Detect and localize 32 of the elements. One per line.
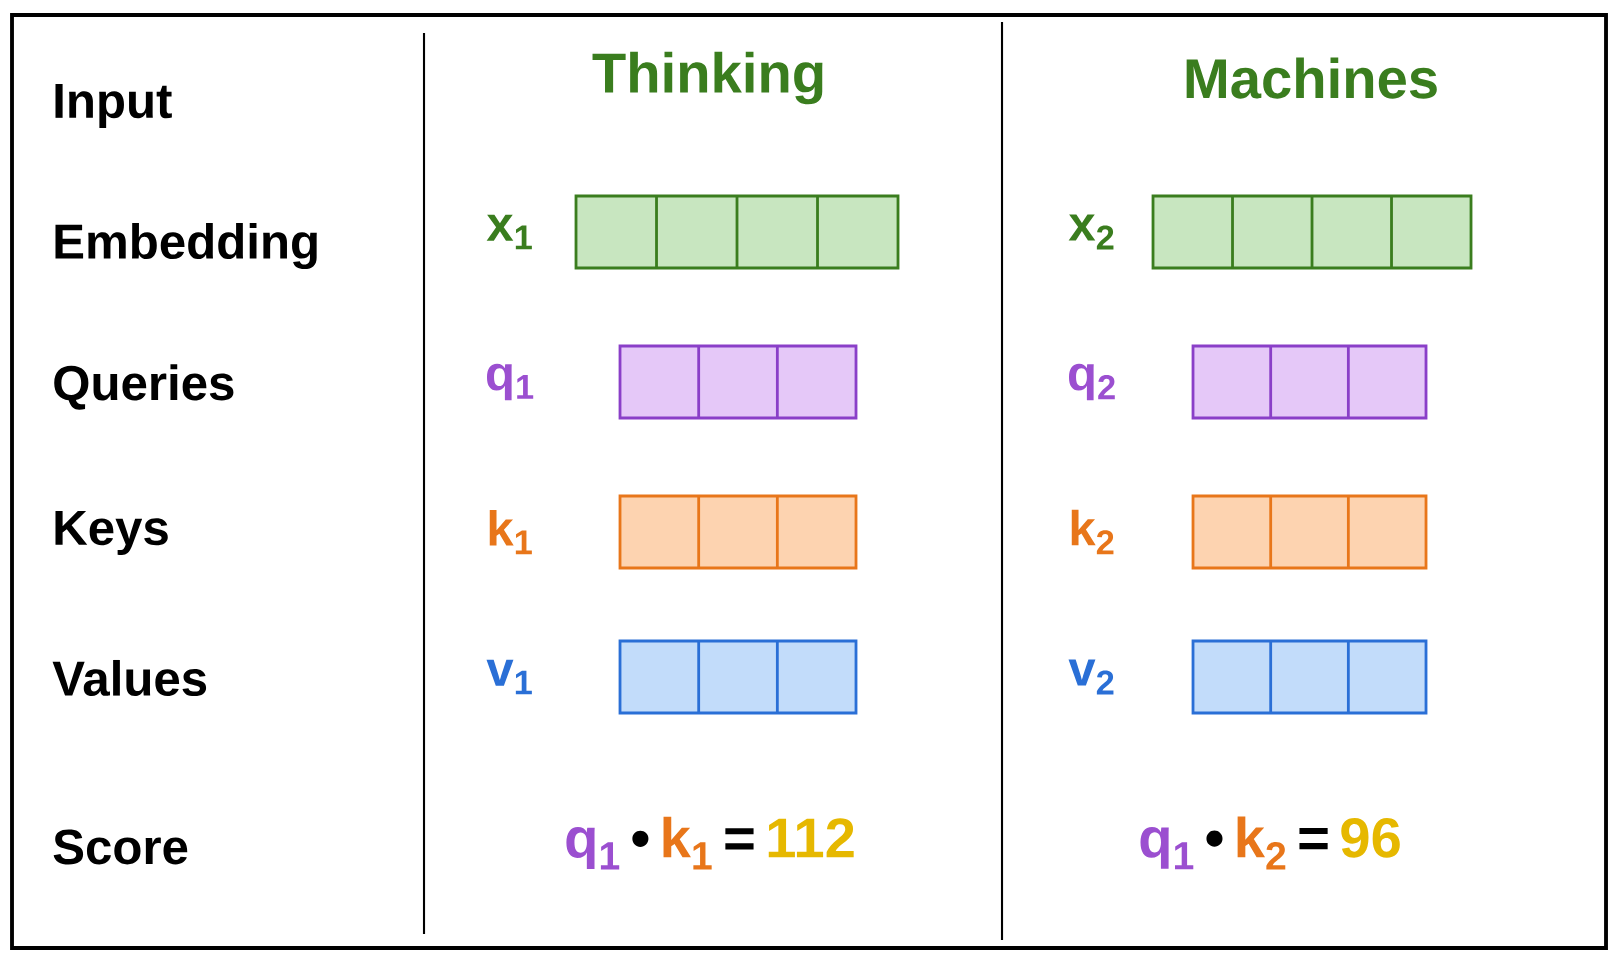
vector-label: v$_{1}$ (486, 659, 532, 695)
label: k$_{1}$ (663, 816, 712, 870)
label: 96 (1341, 817, 1400, 858)
score-formula: q$_{1}$ • k$_{2}$ = 96 (1140, 816, 1400, 870)
vector-bar (1191, 344, 1428, 420)
score-formula: q$_{1}$ • k$_{1}$ = 112 (566, 816, 854, 870)
label: = (1299, 827, 1328, 850)
vector-label: x$_{2}$ (1068, 214, 1114, 250)
vector-bar (618, 344, 858, 420)
row-label: Input (55, 84, 172, 128)
vector-label: q$_{2}$ (1069, 363, 1115, 401)
vector-bar (1191, 639, 1428, 715)
row-label: Queries (54, 364, 234, 410)
row-label: Keys (55, 511, 168, 555)
label: • (632, 830, 649, 847)
vector-bar (618, 494, 858, 570)
vector-label: v$_{2}$ (1068, 659, 1114, 695)
row-label: Score (53, 829, 188, 865)
label: 112 (768, 818, 854, 858)
vector-label: k$_{2}$ (1071, 509, 1114, 555)
vector-label: q$_{1}$ (487, 363, 534, 401)
vector-bar (1151, 194, 1473, 270)
label: k$_{2}$ (1237, 816, 1286, 870)
vector-bar (1191, 494, 1428, 570)
vector-bar (618, 639, 858, 715)
row-label: Embedding (55, 223, 317, 270)
label: • (1206, 830, 1223, 847)
vector-label: k$_{1}$ (489, 509, 532, 555)
vector-label: x$_{1}$ (486, 214, 532, 250)
label: = (725, 828, 754, 850)
row-label: Values (52, 659, 207, 697)
vector-bar (574, 194, 900, 270)
